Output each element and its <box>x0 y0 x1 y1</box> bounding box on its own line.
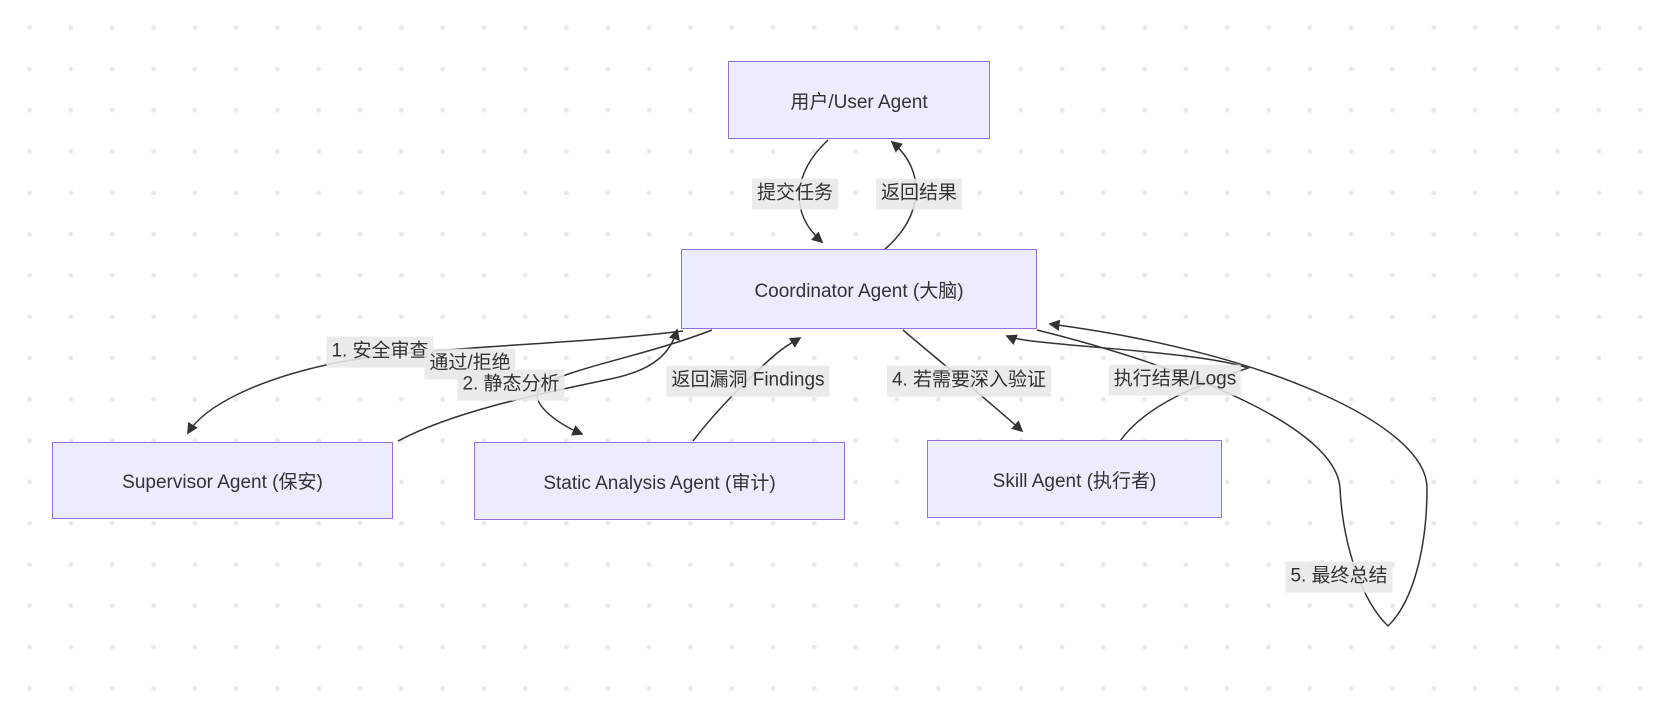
node-label-static-analysis-agent: Static Analysis Agent (审计) <box>543 472 776 494</box>
edge-label-return-findings: 返回漏洞 Findings <box>666 365 830 397</box>
edge-final-summary <box>1036 319 1428 628</box>
node-label-skill-agent: Skill Agent (执行者) <box>992 470 1157 492</box>
edge-label-deep-verify: 4. 若需要深入验证 <box>886 365 1052 397</box>
edge-exec-logs <box>1005 334 1251 442</box>
node-user-agent: 用户/User Agent <box>728 61 990 139</box>
edge-pass-reject <box>397 328 680 442</box>
node-label-supervisor-agent: Supervisor Agent (保安) <box>122 472 323 493</box>
node-coordinator-agent: Coordinator Agent (大脑) <box>681 249 1037 329</box>
edge-label-return-result: 返回结果 <box>875 178 963 210</box>
node-label-user-agent: 用户/User Agent <box>790 91 928 113</box>
node-label-coordinator-agent: Coordinator Agent (大脑) <box>754 280 964 302</box>
edge-label-final-summary: 5. 最终总结 <box>1285 561 1393 593</box>
edge-security-review <box>187 330 684 435</box>
node-supervisor-agent: Supervisor Agent (保安) <box>52 442 393 519</box>
edge-return-findings <box>692 337 802 442</box>
edge-label-security-review: 1. 安全审查 <box>326 336 434 368</box>
node-skill-agent: Skill Agent (执行者) <box>927 440 1222 518</box>
node-static-analysis-agent: Static Analysis Agent (审计) <box>474 442 845 520</box>
edge-label-submit-task: 提交任务 <box>751 178 839 210</box>
edge-label-static-analysis: 2. 静态分析 <box>457 369 565 401</box>
edge-label-exec-logs: 执行结果/Logs <box>1108 364 1242 396</box>
